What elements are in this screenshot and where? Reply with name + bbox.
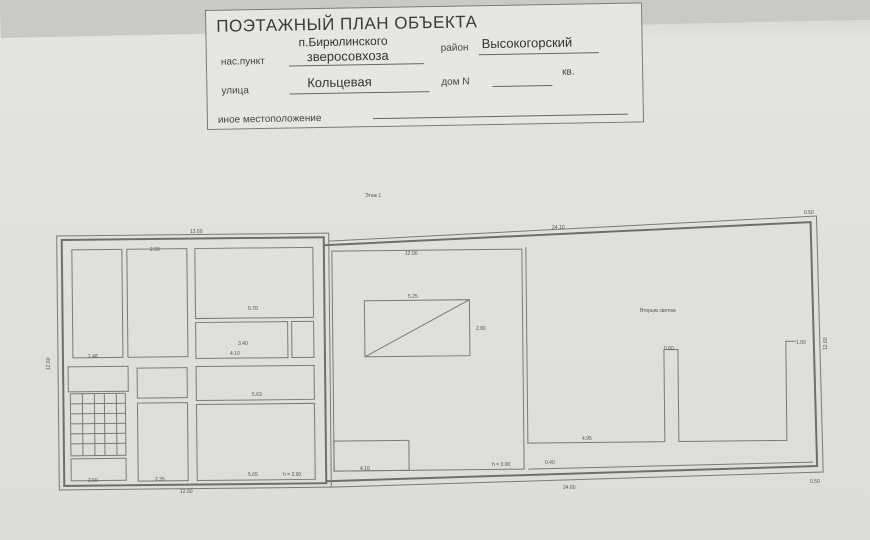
stair-steps	[70, 393, 126, 456]
room-hall-small	[333, 439, 410, 472]
dim-opening-w: 5.25	[408, 294, 418, 300]
right-block-outline	[323, 221, 819, 483]
dim-hall-height: h = 3.00	[492, 462, 510, 468]
dim-left-top: 12.60	[190, 229, 203, 235]
second-light-room	[525, 247, 796, 444]
dim-right-inner: 4.95	[582, 436, 592, 442]
hall	[331, 248, 525, 472]
second-light-label: Вторым светом	[640, 308, 676, 314]
dim-room-d: 5.65	[248, 472, 258, 478]
dim-right-height: 12.60	[823, 337, 829, 350]
dim-stair: 2.48	[88, 354, 98, 360]
dim-corner-bottom: 0.50	[810, 479, 820, 485]
dim-hall: 12.00	[405, 251, 418, 257]
floor-opening	[363, 299, 471, 358]
room-6	[195, 402, 316, 482]
dim-room-c: 5.63	[252, 392, 262, 398]
room-2	[126, 248, 189, 358]
stair-landing	[67, 365, 129, 393]
staircase	[69, 392, 127, 457]
room-1	[71, 248, 124, 359]
dim-small-gap: 0.40	[545, 460, 555, 466]
dim-room-f: 2.60	[88, 478, 98, 484]
dimension-labels: 12.60 2.90 5.70 3.40 4.10 2.48 5.63 5.65…	[46, 193, 829, 495]
room-5	[195, 364, 315, 402]
dim-room-b: 5.70	[248, 306, 258, 312]
left-block-outline	[60, 236, 328, 487]
dim-room-e: 2.35	[155, 477, 165, 483]
dim-left-height: 12.60	[46, 357, 52, 370]
room-3	[194, 246, 315, 320]
dim-opening-h: 2.80	[476, 326, 486, 332]
dim-pillar-a: 0.60	[664, 346, 674, 352]
dim-pillar-b: 1.00	[796, 340, 806, 346]
room-stair-bottom	[70, 457, 127, 482]
left-block-outer-wall	[56, 232, 332, 491]
dim-right-bottom: 24.60	[563, 485, 576, 491]
dim-room-d-height: h = 2.90	[283, 472, 301, 478]
dim-corridor: 3.40	[238, 341, 248, 347]
opening-diagonal	[364, 299, 470, 358]
dim-corner-top: 0.50	[804, 210, 814, 216]
dim-small-room: 4.10	[360, 466, 370, 472]
dim-room-a: 2.90	[150, 247, 160, 253]
room-4	[136, 402, 189, 482]
right-block-outer-wall	[328, 215, 824, 488]
south-corridor	[528, 461, 814, 470]
dim-corridor-b: 4.10	[230, 351, 240, 357]
room-small	[291, 320, 315, 359]
sanitary-block	[195, 321, 289, 360]
dim-left-bottom: 12.60	[180, 489, 193, 495]
floor-label: Этаж 1	[365, 193, 381, 199]
room-vestibule	[136, 367, 188, 399]
dim-right-top: 24.10	[552, 225, 565, 231]
